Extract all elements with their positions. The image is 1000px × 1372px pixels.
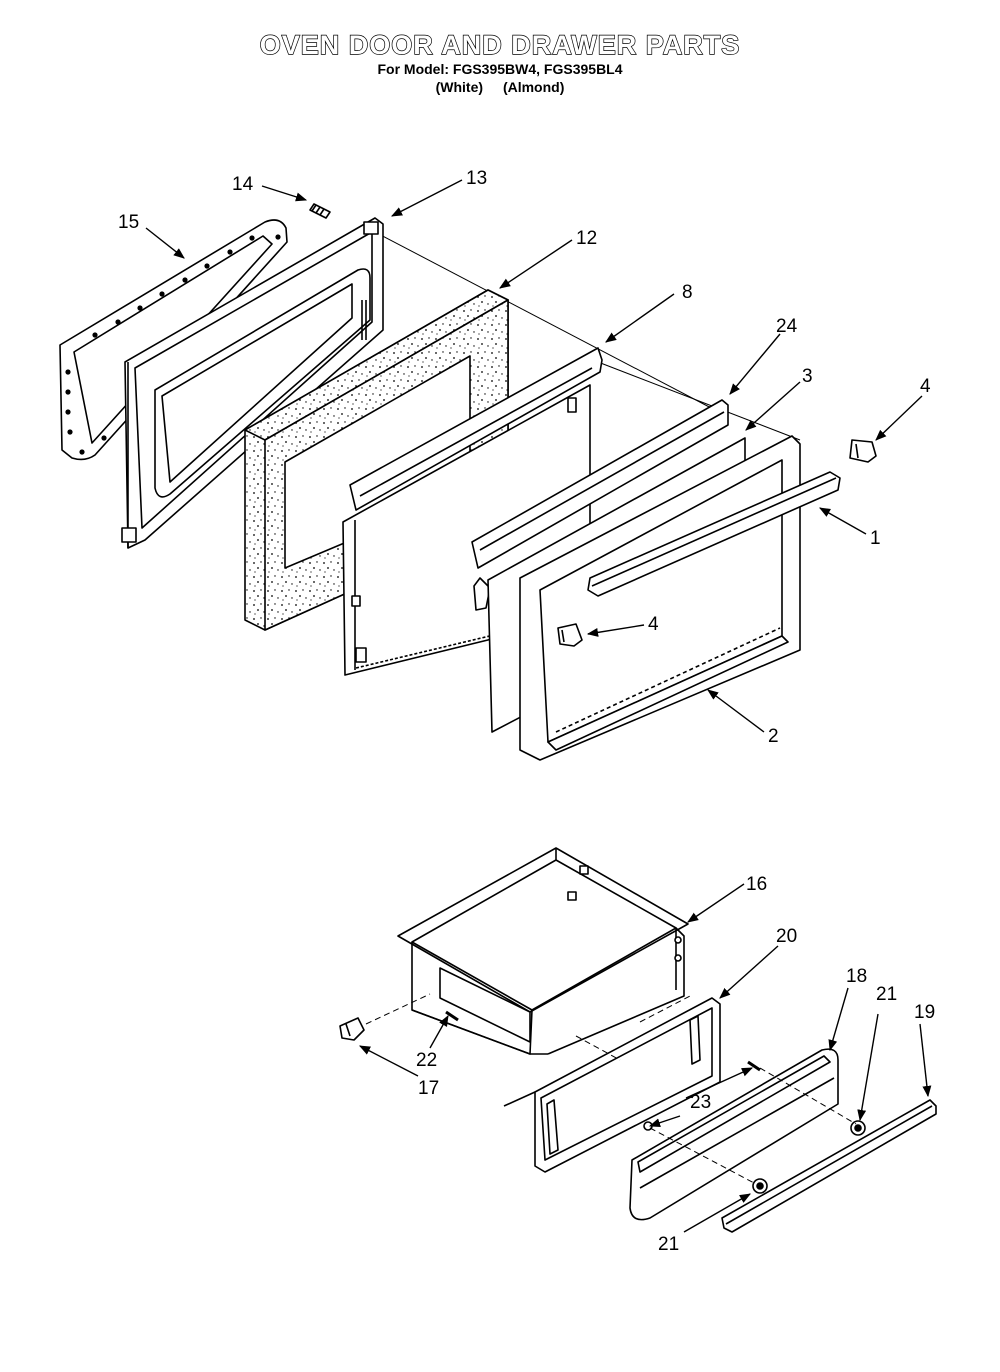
callout-23: 23 <box>690 1092 711 1113</box>
callout-leaders <box>145 179 932 1233</box>
callout-18: 18 <box>846 966 867 987</box>
door-handle-part-1 <box>587 471 841 597</box>
screw-part-23-upper <box>747 1060 761 1072</box>
callout-19: 19 <box>914 1002 935 1023</box>
inner-door-panel-part-13 <box>121 217 384 549</box>
model-numbers: For Model: FGS395BW4, FGS395BL4 <box>377 61 623 77</box>
screw-part-14 <box>309 203 331 219</box>
callout-2: 2 <box>768 726 779 747</box>
diagram-title: OVEN DOOR AND DRAWER PARTS <box>259 29 741 60</box>
callout-3: 3 <box>802 366 813 387</box>
bracket-part-17 <box>339 1017 365 1041</box>
handle-cap-part-4-lower <box>557 623 583 647</box>
model-colors: (White) (Almond) <box>0 78 1000 96</box>
callout-21-upper: 21 <box>876 984 897 1005</box>
callout-13: 13 <box>466 168 487 189</box>
callout-8: 8 <box>682 282 693 303</box>
screw-part-22 <box>445 1010 459 1022</box>
drawer-front-part-18 <box>629 1048 839 1221</box>
callout-17: 17 <box>418 1078 439 1099</box>
callout-14: 14 <box>232 174 254 195</box>
callout-1: 1 <box>870 528 881 549</box>
color-white-label: (White) <box>435 79 484 95</box>
callout-4-upper: 4 <box>920 376 931 397</box>
callout-22: 22 <box>416 1050 437 1071</box>
callout-labels: 14 13 15 12 8 24 3 4 1 4 2 16 20 18 21 1… <box>118 168 935 1255</box>
callout-21-lower: 21 <box>658 1234 679 1255</box>
alignment-lines <box>374 231 801 441</box>
diagram-header: OVEN DOOR AND DRAWER PARTS For Model: FG… <box>0 29 1000 96</box>
color-almond-label: (Almond) <box>502 79 565 95</box>
washer-part-21-upper <box>850 1120 866 1136</box>
trim-strip-part-19 <box>721 1099 937 1233</box>
drawer-panel-part-20 <box>503 997 721 1173</box>
handle-cap-part-4-upper <box>849 439 877 463</box>
callout-20: 20 <box>776 926 797 947</box>
callout-4-lower: 4 <box>648 614 659 635</box>
callout-15: 15 <box>118 212 139 233</box>
vent-trim-part-24 <box>471 399 729 611</box>
callout-12: 12 <box>576 228 597 249</box>
washer-part-21-lower <box>752 1178 768 1194</box>
callout-16: 16 <box>746 874 767 895</box>
drawer-body-part-16 <box>397 847 689 1055</box>
drawer-alignment-lines <box>365 993 857 1185</box>
callout-24: 24 <box>776 316 798 337</box>
